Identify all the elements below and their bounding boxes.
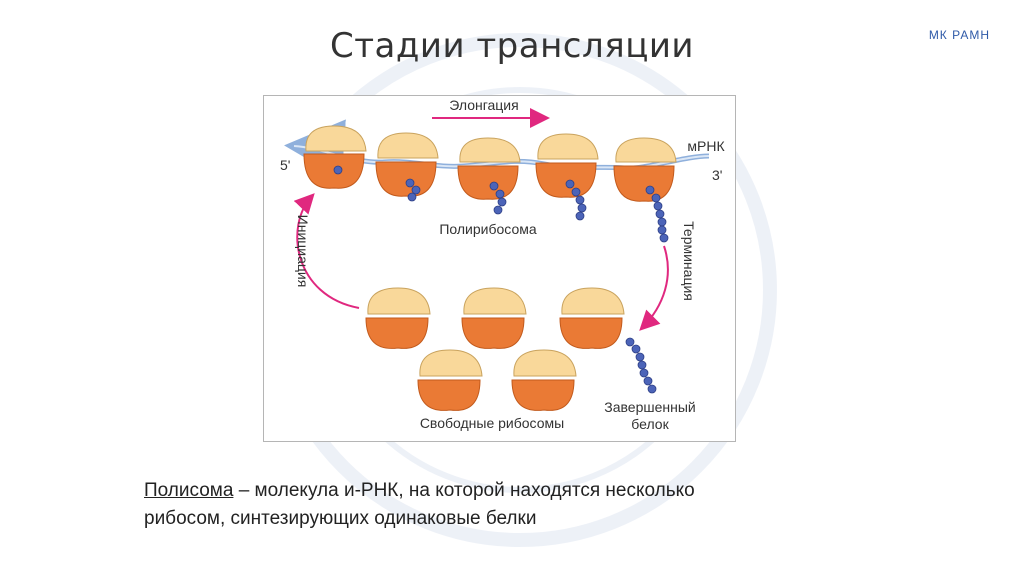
free-ribosome-icon [366,288,430,348]
translation-diagram: Элонгация мРНК 5' 3' Полирибосома Инициа… [263,95,736,442]
free-ribosome-icon [512,350,576,410]
polyribosome-label: Полирибосома [439,221,537,237]
three-prime-label: 3' [712,167,722,183]
termination-arrow [642,246,668,328]
ribosome-icon [458,138,520,199]
termination-label: Терминация [681,221,697,301]
free-ribosomes-label: Свободные рибосомы [420,415,564,431]
free-ribosome-icon [462,288,526,348]
ribosome-icon [304,126,366,188]
finished-protein-label-line1: Завершенный [604,399,695,415]
caption-line1: – молекула и-РНК, на которой находятся н… [233,480,694,501]
caption-text: Полисома – молекула и-РНК, на которой на… [144,477,904,533]
free-ribosome-icon [418,350,482,410]
slide-title: Стадии трансляции [0,26,1024,66]
mrna-label: мРНК [687,138,725,154]
finished-protein-label-line2: белок [631,416,669,432]
caption-line2: рибосом, синтезирующих одинаковые белки [144,508,536,529]
free-ribosome-icon [560,288,624,348]
initiation-label: Инициация [295,215,311,288]
diagram-svg: Элонгация мРНК 5' 3' Полирибосома Инициа… [264,96,735,441]
five-prime-label: 5' [280,157,290,173]
caption-term: Полисома [144,480,233,501]
logo-text: МК РАМН [929,28,990,42]
ribosome-icon [614,138,676,201]
elongation-label: Элонгация [449,97,518,113]
finished-protein [626,338,656,393]
ribosome-icon [536,134,598,197]
ribosome-icon [376,133,438,196]
